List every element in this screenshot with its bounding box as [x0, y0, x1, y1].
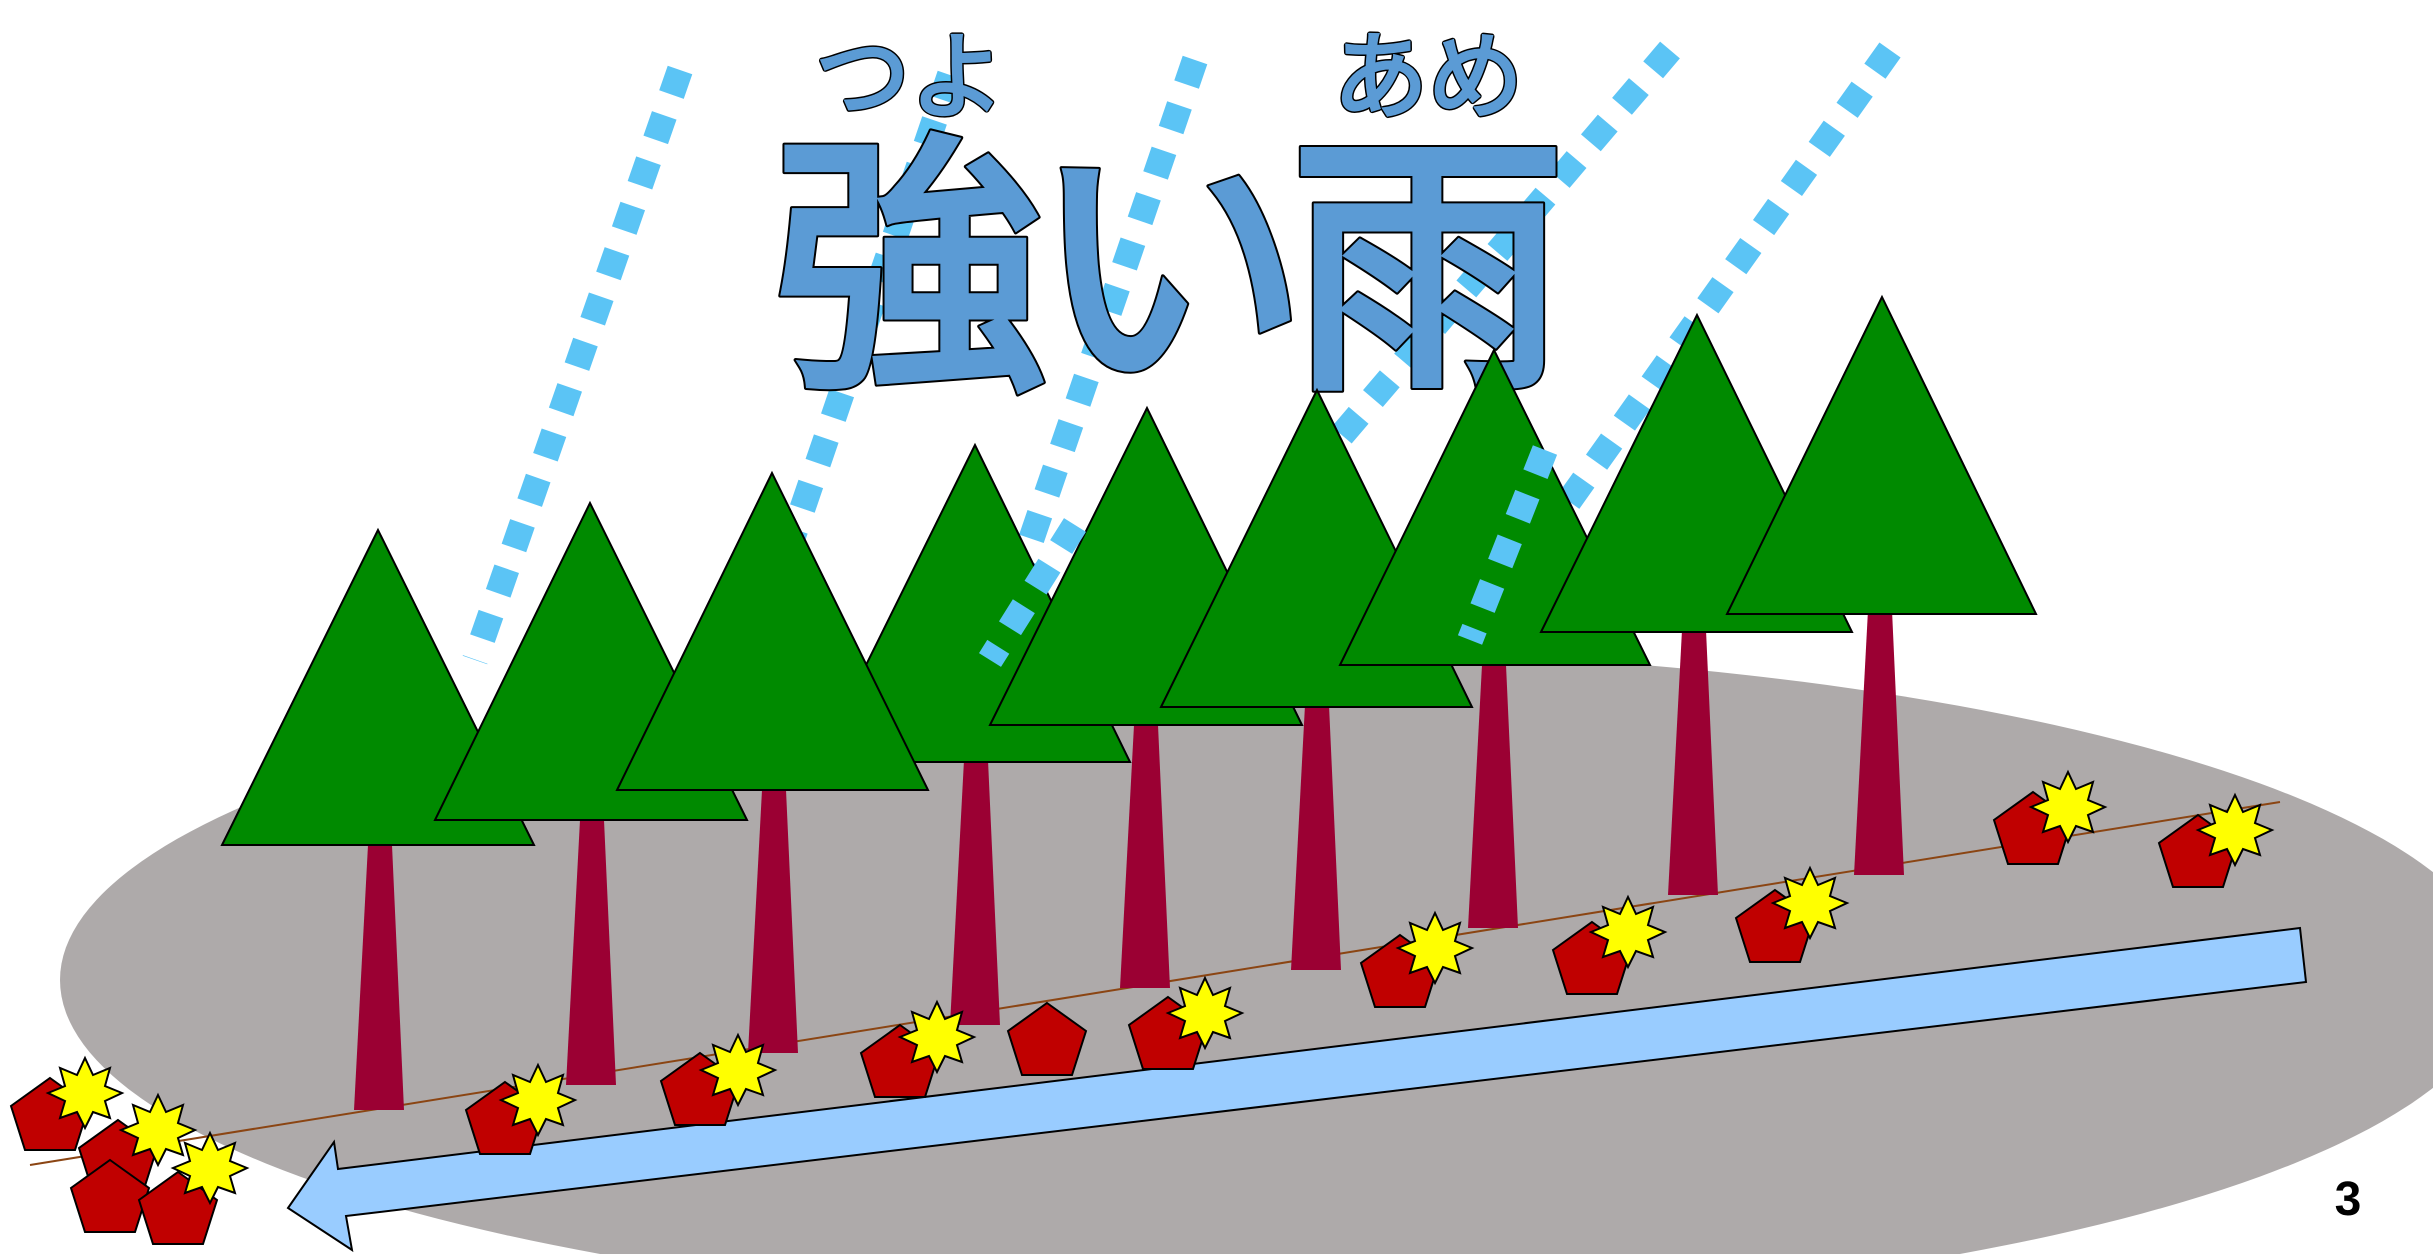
tree-trunk-7 [1468, 665, 1518, 928]
tree-crown-9 [1725, 294, 2038, 615]
water-flow-arrow [286, 926, 2308, 1253]
debris-1 [9, 1055, 125, 1151]
debris-12 [1992, 769, 2108, 865]
rain-streak-front-2 [1457, 445, 1558, 645]
debris-10 [1551, 894, 1668, 995]
debris-group [9, 769, 2275, 1245]
furigana-tsuyo: つよ [815, 23, 1005, 133]
tree-trunk-6 [1291, 705, 1341, 970]
rain-streaks-front [978, 445, 1558, 667]
rain-streak-5 [1459, 42, 1901, 648]
debris-5 [659, 1032, 778, 1126]
debris-11 [1734, 865, 1850, 963]
tree-crowns [220, 294, 2038, 846]
title-hiragana-i: い [1033, 110, 1308, 430]
tree-trunk-1 [354, 845, 404, 1110]
debris-13 [2157, 792, 2275, 888]
debris-3 [69, 1130, 250, 1245]
rain-streak-1 [462, 65, 693, 665]
title-kanji-ame: 雨 [1291, 110, 1566, 430]
debris-9 [1359, 910, 1475, 1008]
debris-7 [1006, 1001, 1088, 1076]
tree-trunk-4 [950, 760, 1000, 1025]
debris-6 [859, 999, 977, 1098]
furigana-ame: あめ [1333, 23, 1523, 133]
tree-trunks [354, 610, 1904, 1110]
tree-crown-1 [220, 527, 536, 846]
title-group: つよ あめ 強 い 雨 [771, 22, 1568, 433]
tree-trunk-9 [1854, 610, 1904, 875]
debris-8 [1127, 975, 1245, 1070]
tree-crown-3 [615, 470, 930, 791]
tree-trunk-3 [748, 790, 798, 1053]
page-number: 3 [2335, 1173, 2362, 1226]
tree-trunk-2 [566, 820, 616, 1085]
rain-streak-4 [1285, 41, 1680, 499]
title-kanji-tsuyo: 強 [773, 110, 1048, 430]
rain-streak-2 [777, 70, 963, 550]
tree-trunk-8 [1668, 630, 1718, 895]
debris-4 [464, 1062, 578, 1155]
tree-trunk-5 [1120, 725, 1170, 988]
